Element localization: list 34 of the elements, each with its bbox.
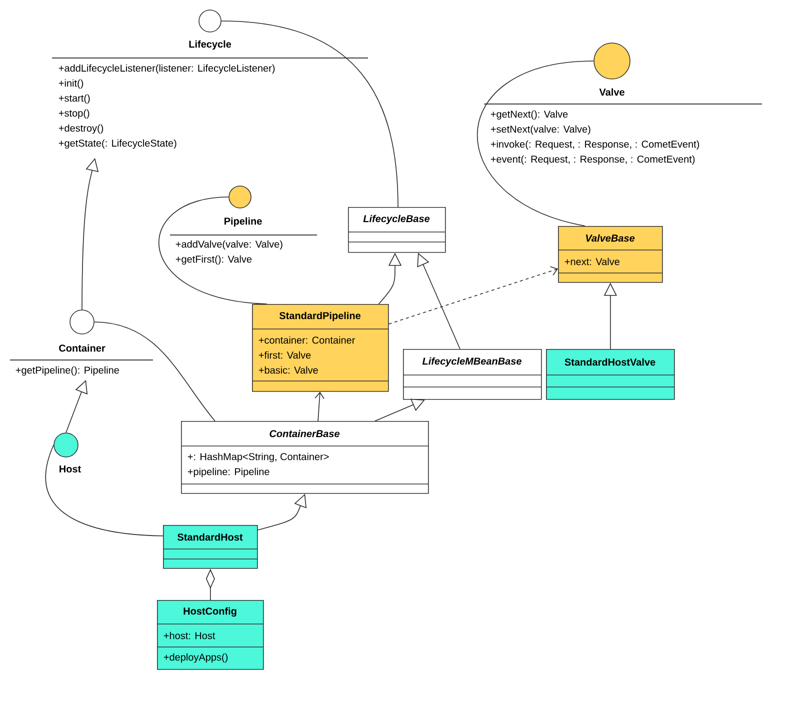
realization-line: [221, 20, 398, 208]
dependency-arrow: [388, 266, 558, 324]
class-box: LifecycleMBeanBase: [402, 349, 542, 400]
method-text: +invoke(: Request, : Response, : CometEvent): [490, 140, 700, 150]
method-text: +init(): [58, 79, 84, 89]
method-text: +getState(: LifecycleState): [58, 139, 176, 149]
method-text: +addValve(valve: Valve): [176, 240, 282, 250]
method-text: +stop(): [58, 109, 90, 119]
realization-line: [159, 196, 268, 304]
class-box: HostConfig +host: Host +deployApps(): [156, 600, 264, 670]
class-box: ValveBase +next: Valve: [558, 226, 663, 283]
interface-name: Valve: [599, 88, 624, 96]
class-box: StandardHost: [162, 525, 258, 569]
interface-name: Host: [60, 466, 81, 472]
interface-name: Lifecycle: [189, 40, 232, 50]
class-box: LifecycleBase: [348, 207, 446, 253]
method-text: +getFirst(): Valve: [176, 255, 252, 265]
interface-name: Pipeline: [224, 217, 262, 227]
interface-name: Container: [59, 344, 106, 352]
realization-line: [94, 322, 216, 422]
method-text: +getPipeline(): Pipeline: [16, 366, 119, 376]
class-box: StandardPipeline +container: Container +first: Valve +basic: Valve: [252, 304, 389, 392]
method-text: +getNext(): Valve: [490, 110, 568, 120]
method-text: +setNext(valve: Valve): [490, 125, 590, 135]
method-text: +start(): [58, 94, 90, 104]
class-box: ContainerBase +: HashMap<String, Container> +pipeline: Pipeline: [180, 421, 429, 494]
realization-line: [476, 60, 594, 226]
class-box: StandardHostValve: [546, 349, 675, 400]
realization-line: [45, 444, 164, 536]
generalization-arrow: [374, 398, 425, 422]
method-text: +destroy(): [58, 124, 104, 134]
method-text: +addLifecycleListener(listener: LifecycleListener): [58, 64, 275, 74]
method-text: +event(: Request, : Response, : CometEvent): [490, 155, 695, 165]
association-arrow: [314, 392, 324, 422]
